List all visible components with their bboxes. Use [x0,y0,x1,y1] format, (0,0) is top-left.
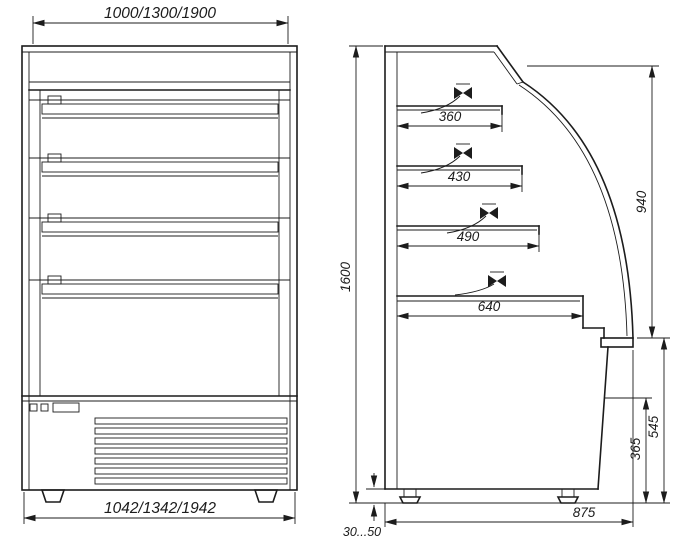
shelf-band [29,275,290,299]
base-panel [21,395,298,413]
dim-shelf2-depth-label: 430 [448,169,471,184]
canopy-side [384,44,525,85]
shelf-band [29,213,290,237]
dim-shelf1-depth-label: 360 [439,109,462,124]
shelf-band [29,153,290,177]
dim-glass-height-label: 940 [634,190,649,213]
dim-deck-depth-label: 640 [478,299,501,314]
dim-floor-clearance-label: 30...50 [343,525,381,539]
dim-deck-depth: 640 [396,299,584,320]
ventilation-grille [94,417,288,485]
dim-base-height-label: 365 [628,437,643,460]
canopy-front [28,81,291,91]
front-bumper [600,337,634,348]
back-wall [384,45,398,490]
dim-base-height: 365 [604,397,652,504]
dim-top-width: 1000/1300/1900 [32,5,289,44]
fan-icon [446,203,498,234]
interior-walls [39,90,280,396]
dim-bottom-width-label: 1042/1342/1942 [104,500,216,517]
dim-shelf1-depth: 360 [396,109,503,132]
switch-icon [40,403,49,412]
cabinet-outline [21,45,298,491]
dim-overall-height: 1600 [338,45,383,504]
dim-shelf2-depth: 430 [396,169,523,192]
bottom-deck [396,295,605,339]
controller-box [52,402,80,413]
dim-shelf3-depth-label: 490 [457,229,480,244]
shelf-band [29,95,290,119]
dim-overall-depth: 875 [384,350,634,527]
dim-overall-depth-label: 875 [573,505,596,520]
switch-icon [29,403,38,412]
dim-shelf3-depth: 490 [396,229,540,252]
feet-front [40,489,279,503]
feet-side [398,489,580,504]
dim-floor-clearance: 30...50 [343,473,386,539]
side-view [366,44,634,504]
curved-front-glass [518,80,634,339]
fan-icon [454,271,506,296]
front-view [21,45,298,503]
dim-lower-height-label: 545 [646,415,661,438]
fan-icon [420,143,472,174]
base-side [384,346,609,490]
dim-glass-height: 940 [527,65,670,339]
dim-lower-height: 545 [612,337,670,504]
fan-icon [420,83,472,114]
dim-overall-height-label: 1600 [338,261,353,292]
dim-top-width-label: 1000/1300/1900 [104,5,216,22]
dim-bottom-width: 1042/1342/1942 [23,492,296,524]
